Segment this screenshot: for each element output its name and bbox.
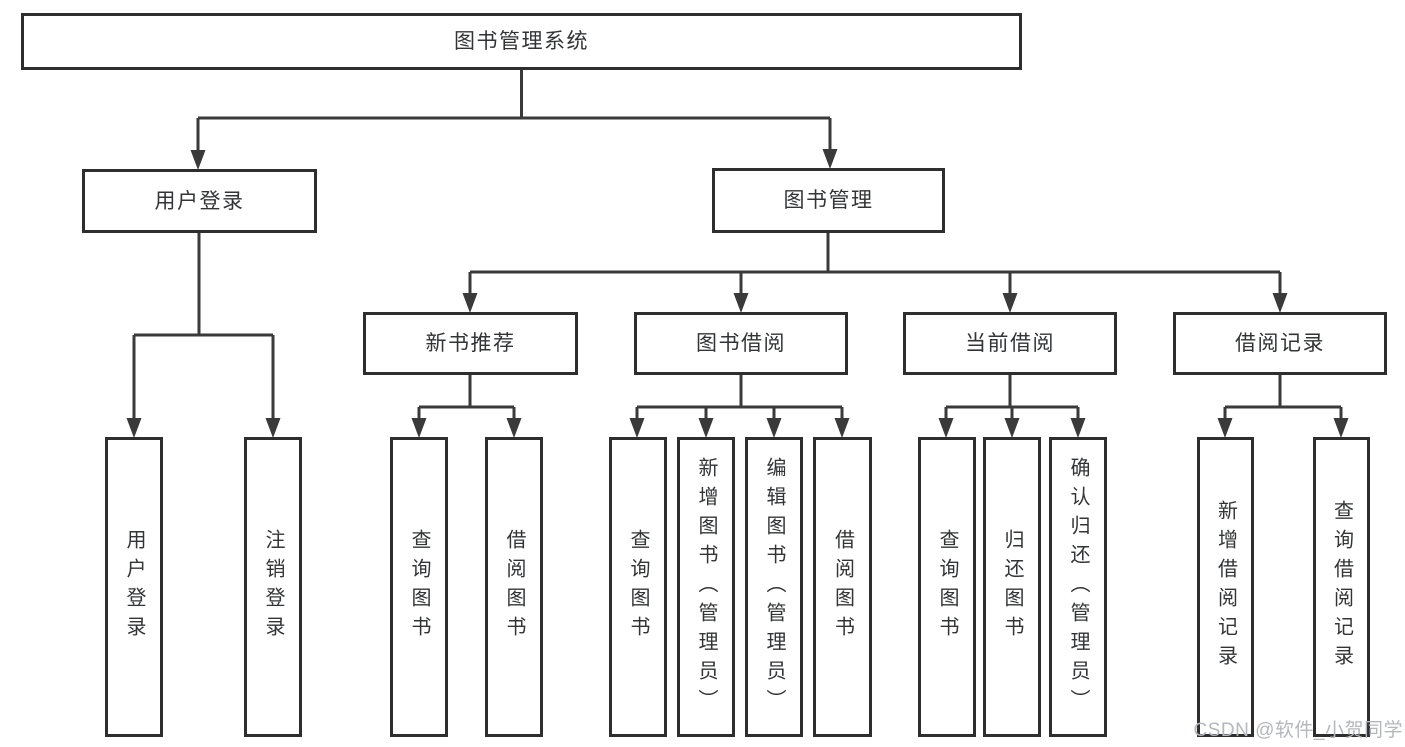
leaf-edit-book-admin: 编辑图书（管理员）	[745, 437, 803, 737]
arrowhead	[698, 418, 714, 438]
arrowhead	[629, 418, 645, 438]
arrowhead	[1217, 418, 1233, 438]
arrowhead	[411, 418, 427, 438]
leaf-user-login: 用户登录	[105, 437, 163, 737]
leaf-query-borrow-record: 查询借阅记录	[1313, 437, 1370, 737]
arrowhead	[938, 418, 954, 438]
leaf-add-book-admin: 新增图书（管理员）	[677, 437, 735, 737]
leaf-query-book-recommend: 查询图书	[390, 437, 448, 737]
node-book-management-branch: 图书管理	[712, 168, 945, 233]
connector-user-login	[132, 233, 275, 426]
arrowhead	[834, 418, 850, 438]
arrowhead	[506, 418, 522, 438]
csdn-watermark: CSDN @软件_小贺同学	[1193, 720, 1403, 741]
arrowhead	[190, 150, 206, 170]
arrowhead	[733, 293, 749, 313]
arrowhead	[1070, 418, 1086, 438]
arrowhead	[126, 418, 142, 438]
arrowhead	[1272, 293, 1288, 313]
leaf-borrow-book: 借阅图书	[813, 437, 872, 737]
node-new-book-recommend: 新书推荐	[363, 312, 578, 375]
leaf-confirm-return-admin: 确认归还（管理员）	[1049, 437, 1107, 737]
leaf-borrow-book-recommend: 借阅图书	[485, 437, 543, 737]
node-current-borrow: 当前借阅	[903, 312, 1117, 375]
arrowhead	[822, 149, 838, 169]
leaf-return-book: 归还图书	[983, 437, 1041, 737]
arrowhead	[1002, 293, 1018, 313]
connector-current	[944, 375, 1080, 426]
leaf-logout: 注销登录	[244, 437, 302, 737]
node-root-system: 图书管理系统	[21, 13, 1022, 70]
arrowhead	[265, 418, 281, 438]
connector-book-management	[468, 233, 1282, 301]
connector-lines	[132, 70, 1343, 426]
connector-root	[196, 70, 832, 158]
leaf-query-book-borrow: 查询图书	[609, 437, 667, 737]
connector-record	[1223, 375, 1343, 426]
leaf-query-book-current: 查询图书	[918, 437, 976, 737]
node-book-borrow: 图书借阅	[634, 312, 848, 375]
connector-borrow	[635, 375, 844, 426]
node-borrow-record: 借阅记录	[1173, 312, 1387, 375]
arrowhead	[1004, 418, 1020, 438]
arrowhead	[1333, 418, 1349, 438]
arrowhead	[766, 418, 782, 438]
connector-new-book	[417, 375, 516, 426]
arrowheads	[126, 149, 1349, 438]
arrowhead	[462, 293, 478, 313]
node-user-login-branch: 用户登录	[82, 169, 317, 233]
leaf-add-borrow-record: 新增借阅记录	[1197, 437, 1254, 737]
